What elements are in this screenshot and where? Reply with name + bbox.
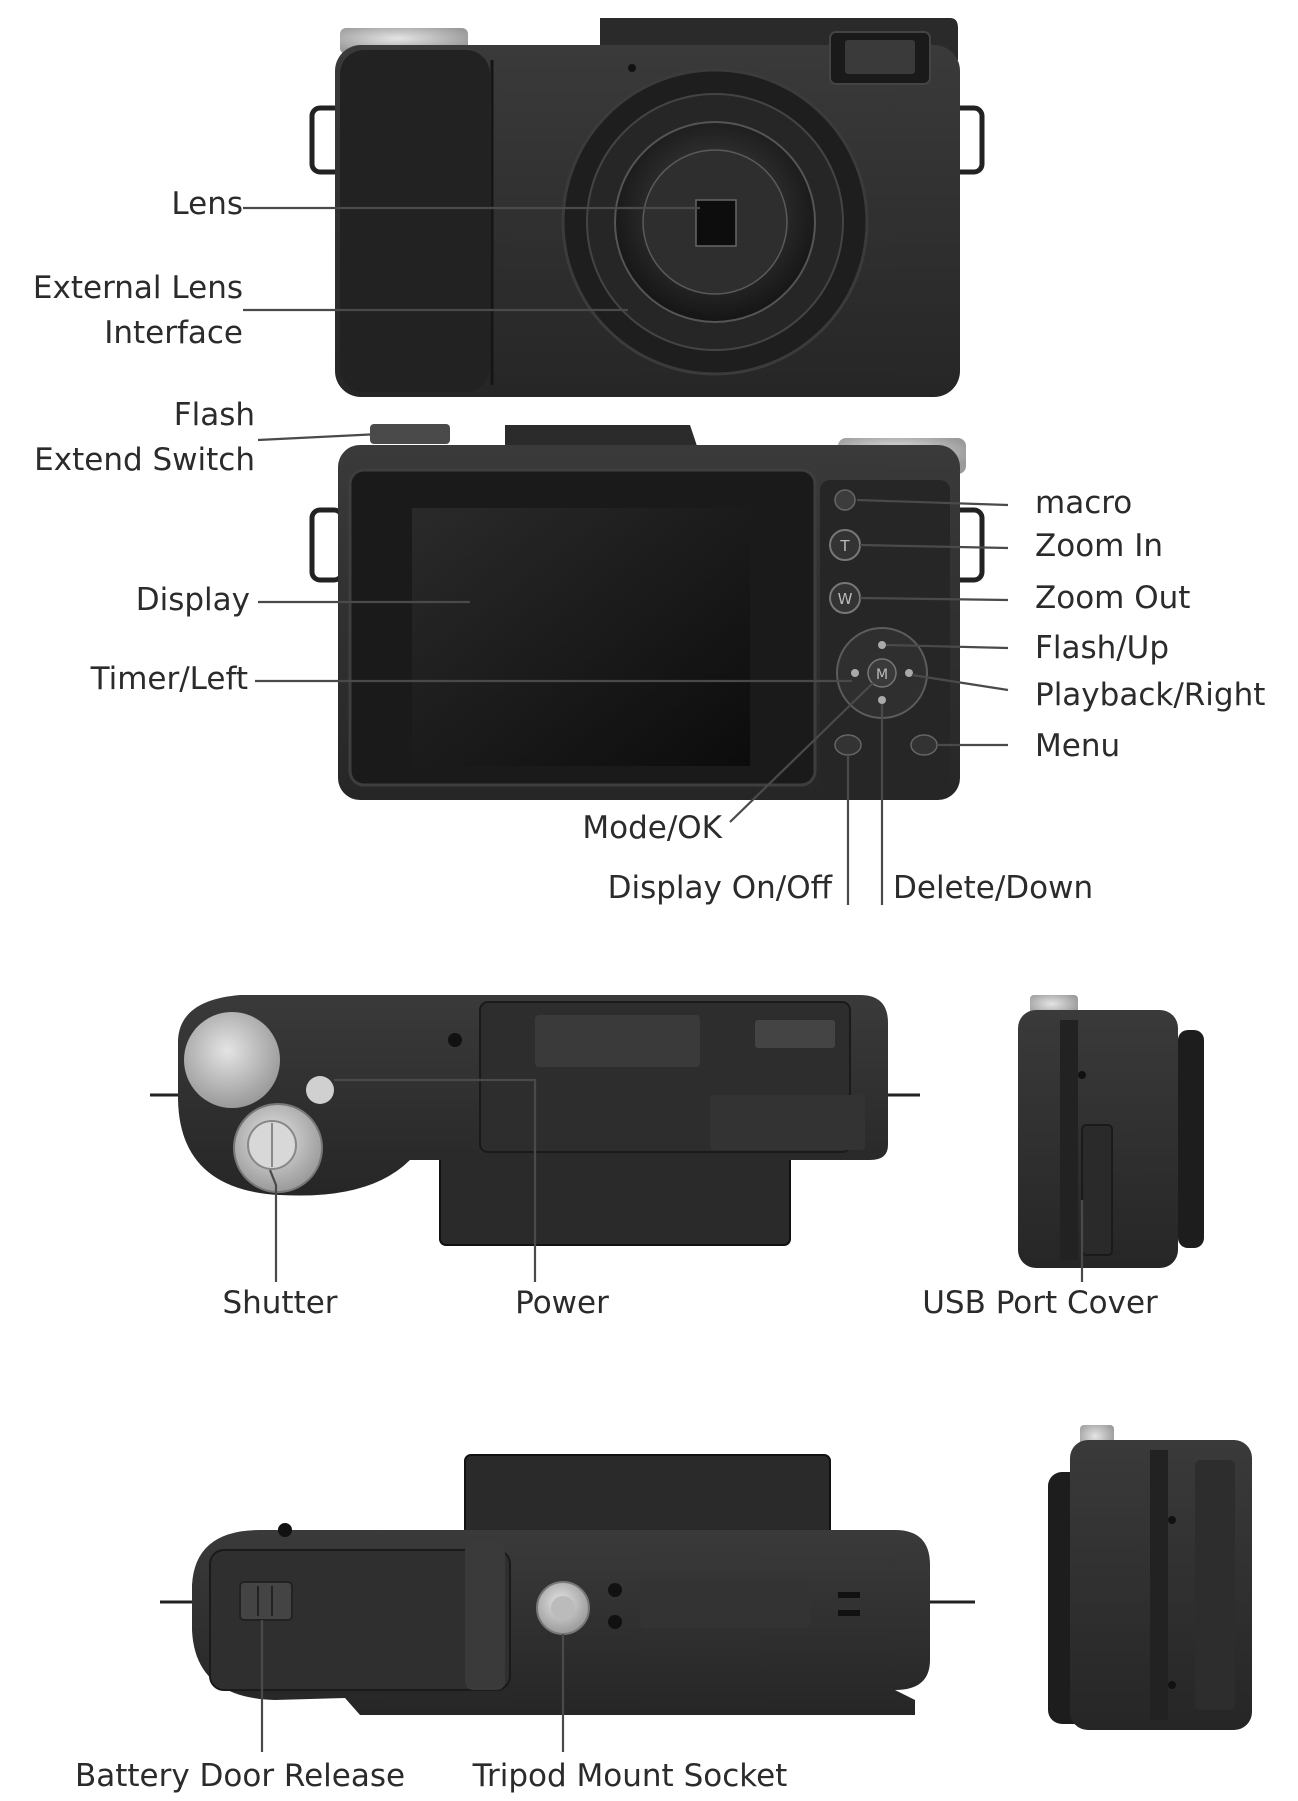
label-playback-right: Playback/Right [1035,677,1265,713]
display-on-off-button-icon [835,735,861,755]
camera-bottom-view [160,1455,975,1715]
usb-port-cover-icon [1082,1125,1112,1255]
label-lens: Lens [171,186,243,222]
zoom-out-glyph: W [838,590,853,608]
mode-ok-glyph: M [876,667,888,683]
label-shutter: Shutter [222,1285,337,1321]
label-battery-door-release: Battery Door Release [75,1758,405,1794]
playback-right-arrow-icon [905,669,913,677]
label-flash-up: Flash/Up [1035,630,1169,666]
label-macro: macro [1035,485,1132,521]
delete-down-arrow-icon [878,696,886,704]
battery-door-release-icon [240,1582,292,1620]
menu-button-icon [911,735,937,755]
label-external-lens-line2: Interface [104,315,243,351]
label-display-on-off: Display On/Off [608,870,833,906]
zoom-in-glyph: T [839,537,850,555]
label-mode-ok: Mode/OK [582,810,722,846]
flash-up-arrow-icon [878,641,886,649]
label-zoom-in: Zoom In [1035,528,1163,564]
label-menu: Menu [1035,728,1120,764]
label-timer-left: Timer/Left [90,661,248,697]
camera-side-view-usb [1018,995,1204,1268]
label-flash-switch-line2: Extend Switch [34,442,255,478]
label-display: Display [136,582,250,618]
camera-side-view [1048,1425,1252,1730]
strap-lug-icon [312,510,342,580]
leader-flash-switch [258,434,380,440]
label-zoom-out: Zoom Out [1035,580,1190,616]
timer-left-arrow-icon [851,669,859,677]
label-usb-port-cover: USB Port Cover [922,1285,1158,1321]
label-flash-switch-line1: Flash [174,397,255,433]
flash-extend-switch-icon [370,424,450,444]
mode-dial-icon [184,1012,280,1108]
label-power: Power [515,1285,609,1321]
label-external-lens-line1: External Lens [33,270,243,306]
macro-button-icon [835,490,855,510]
label-tripod-mount-socket: Tripod Mount Socket [472,1758,788,1794]
power-button-icon [306,1076,334,1104]
label-delete-down: Delete/Down [893,870,1093,906]
